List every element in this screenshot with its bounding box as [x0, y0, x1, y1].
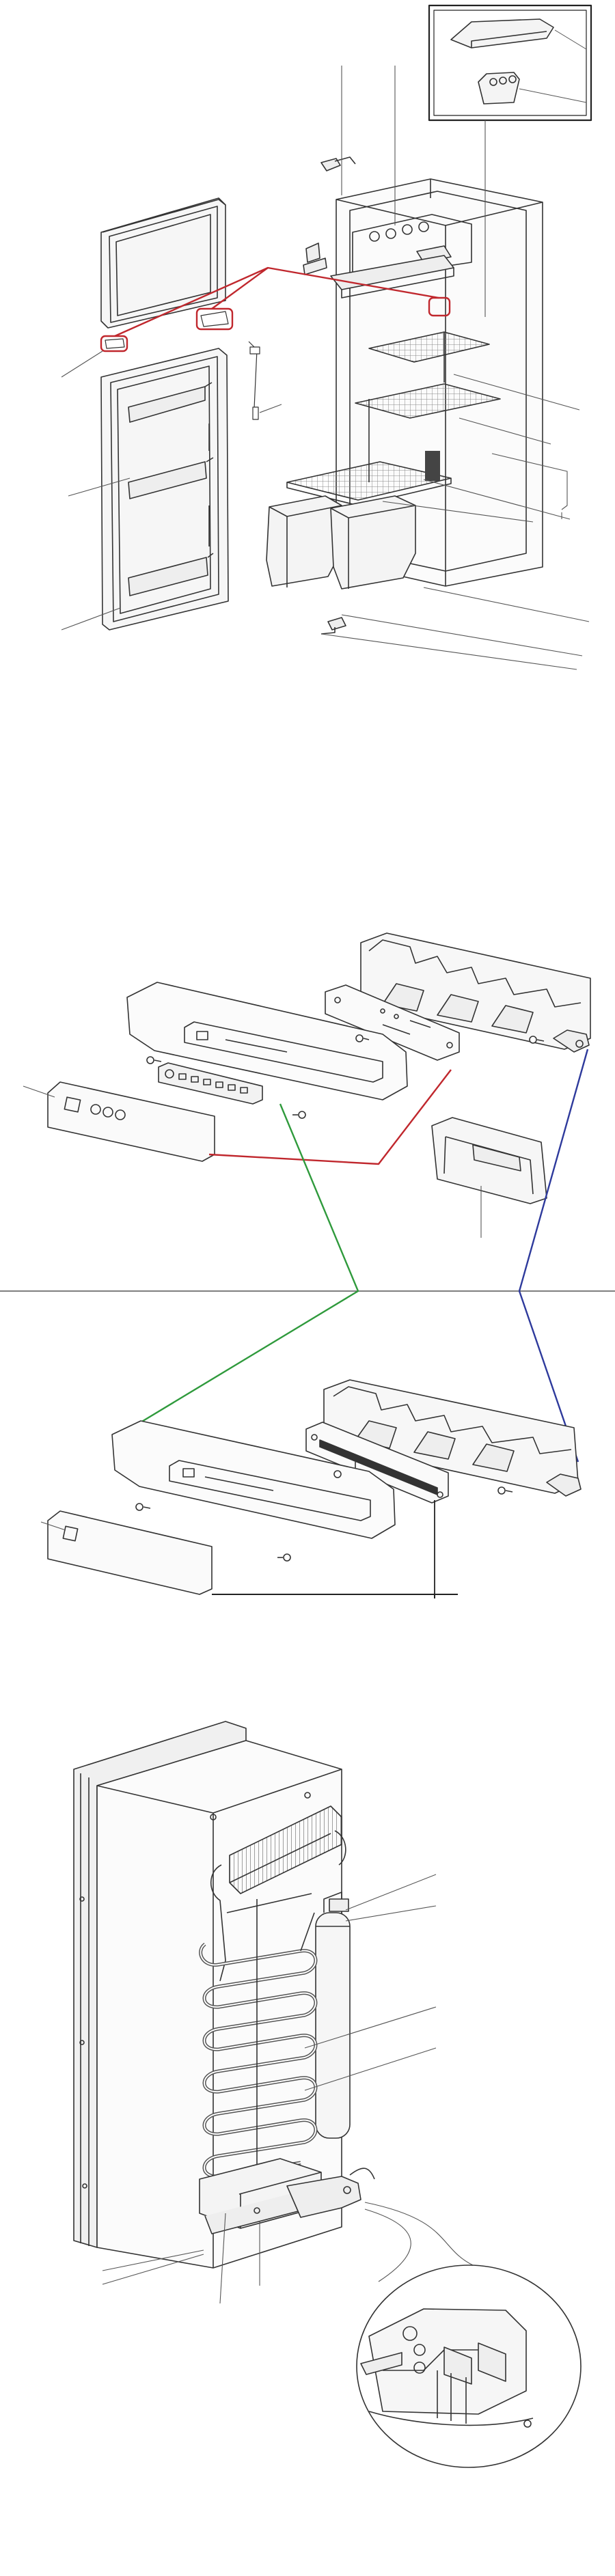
handle-part-icon [200, 311, 229, 327]
shelf-icon [368, 331, 490, 363]
callout-leaders [61, 66, 590, 670]
panel-front-bezel-b [111, 1420, 396, 1539]
black-connector-line [212, 1594, 458, 1598]
view-control-panel-variant-a [23, 932, 591, 1238]
red-connector-lines [100, 266, 451, 352]
inset-lamp-socket-icon [478, 72, 520, 105]
control-board-b [305, 1422, 449, 1598]
green-connector-line [140, 1103, 359, 1424]
control-panel-icon [158, 1062, 263, 1105]
front-label-card-b [47, 1510, 213, 1595]
bottom-hinge-icon [327, 617, 346, 631]
view-refrigerator-exploded [61, 4, 592, 670]
fridge-door [100, 348, 229, 631]
hinge-bracket-icon [305, 243, 320, 263]
magnifier-detail-icon [356, 2265, 582, 2468]
cooling-coil-icon [199, 1805, 351, 2178]
front-label-card [47, 1081, 215, 1162]
crisper-drawer-icon [330, 495, 416, 590]
screw-icons-b [135, 1470, 513, 1562]
lamp-housing [431, 1117, 547, 1204]
view-control-panel-variant-b [40, 1379, 582, 1598]
red-connector-line [208, 1069, 452, 1165]
door-shelf-icon [128, 461, 207, 499]
refrigerator-cabinet [266, 178, 543, 635]
callout-leaders-rear [102, 1874, 474, 2304]
display-window-icon [196, 1031, 208, 1040]
shelf-icon [355, 383, 501, 419]
view-cooling-unit-rear [73, 1721, 582, 2468]
screw-icons [146, 1034, 545, 1119]
control-board [325, 984, 460, 1061]
freezer-door [100, 197, 226, 329]
display-window-icon [182, 1468, 195, 1478]
door-shelf-icon [128, 557, 208, 596]
panel-front-bezel [126, 982, 408, 1100]
leader-b [40, 1521, 66, 1531]
panel-back-frame [360, 932, 591, 1053]
door-shelf-icon [128, 386, 206, 423]
inset-detail-box [428, 4, 592, 122]
inset-lamp-cover-icon [450, 18, 554, 49]
handle-part-icon [105, 338, 125, 349]
blue-connector-line [518, 1049, 589, 1463]
burner-assembly [199, 2158, 375, 2234]
